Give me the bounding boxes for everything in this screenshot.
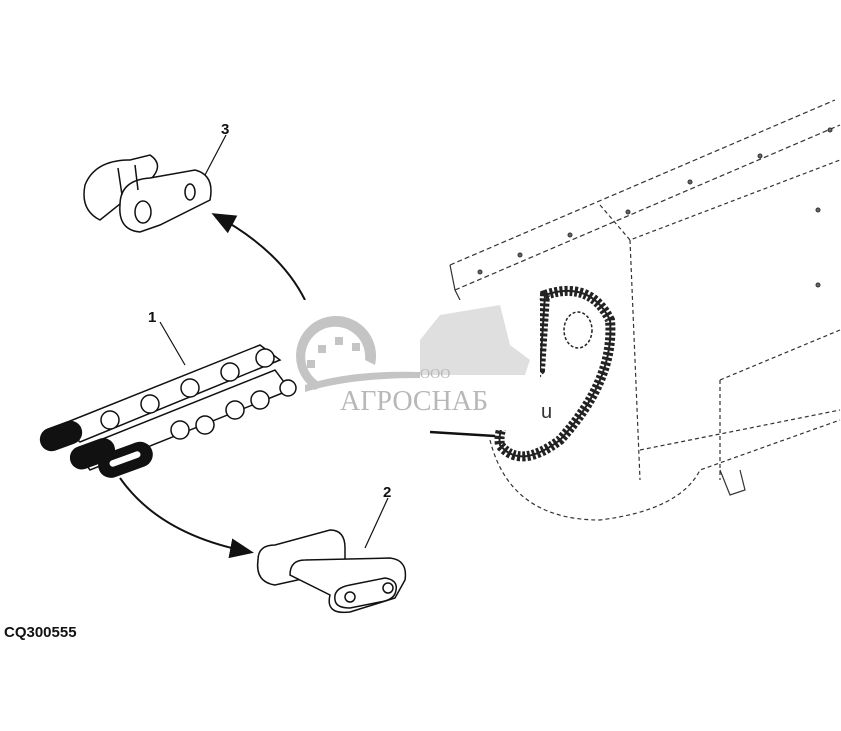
arrow-to-part-2 (119, 477, 254, 559)
callout-1: 1 (148, 309, 156, 326)
arrow-to-part-3 (211, 213, 306, 301)
watermark-logo: ООО АГРОСНАБ (296, 300, 540, 430)
callout-2: 2 (383, 484, 391, 501)
machine-housing (449, 99, 841, 521)
figure-id: CQ300555 (4, 624, 77, 641)
leader-line (429, 430, 496, 438)
watermark-name: АГРОСНАБ (340, 386, 488, 417)
side-label: u (541, 401, 552, 423)
offset-link-part-3 (83, 154, 212, 233)
roller-chain (39, 344, 297, 478)
callout-3: 3 (221, 121, 229, 138)
callout-leaders (159, 134, 389, 549)
watermark-prefix: ООО (420, 367, 450, 382)
connecting-link-part-2 (256, 529, 407, 614)
